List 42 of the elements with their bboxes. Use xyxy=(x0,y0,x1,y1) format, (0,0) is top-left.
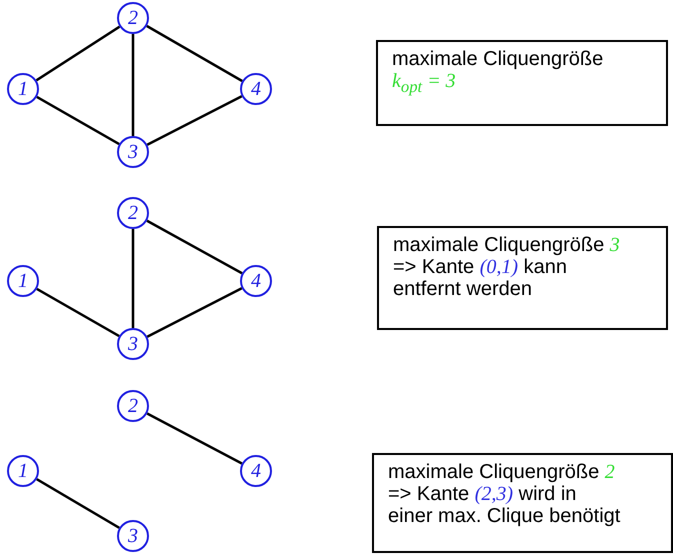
box-text: maximale Cliquengröße 2 => Kante (2,3) wird in einer max. Clique benötigt xyxy=(388,461,622,527)
vertex-number: 2 xyxy=(128,8,138,28)
edge-line xyxy=(132,34,134,136)
vertex-circle xyxy=(117,390,149,422)
vertex-circle xyxy=(117,520,149,552)
edge-line xyxy=(36,26,120,82)
edge-line xyxy=(132,229,134,328)
edge-line xyxy=(146,287,242,338)
edge-line xyxy=(146,95,242,146)
vertex-circle xyxy=(117,2,149,34)
vertex-number: 1 xyxy=(18,79,28,99)
vertex-number: 4 xyxy=(251,79,261,99)
vertex-number: 3 xyxy=(128,526,138,546)
edge-line xyxy=(146,220,243,274)
vertex-number: 2 xyxy=(128,396,138,416)
vertex-circle xyxy=(240,265,272,297)
vertex-circle xyxy=(117,136,149,168)
box-text: maximale Cliquengröße 3 => Kante (0,1) kann entfernt werden xyxy=(393,234,621,300)
vertex-number: 4 xyxy=(251,271,261,291)
text-box xyxy=(376,40,668,126)
vertex-number: 1 xyxy=(18,461,28,481)
vertex-circle xyxy=(240,73,272,105)
edge-line xyxy=(146,24,243,82)
vertex-circle xyxy=(7,455,39,487)
edge-line xyxy=(36,96,120,146)
text-box xyxy=(372,453,673,553)
vertex-number: 4 xyxy=(251,461,261,481)
box-text: maximale Cliquengröße xyxy=(392,48,604,70)
vertex-circle xyxy=(240,455,272,487)
vertex-circle xyxy=(117,197,149,229)
edge-line xyxy=(146,412,242,465)
vertex-circle xyxy=(7,265,39,297)
vertex-circle xyxy=(7,73,39,105)
edge-line xyxy=(36,288,120,338)
vertex-circle xyxy=(117,328,149,360)
formula-text: k$_{opt}$ = 3 xyxy=(392,70,457,98)
vertex-number: 3 xyxy=(128,334,138,354)
vertex-number: 2 xyxy=(128,203,138,223)
vertex-number: 3 xyxy=(128,142,138,162)
edge-line xyxy=(36,478,120,529)
text-box xyxy=(377,226,668,330)
vertex-number: 1 xyxy=(18,271,28,291)
